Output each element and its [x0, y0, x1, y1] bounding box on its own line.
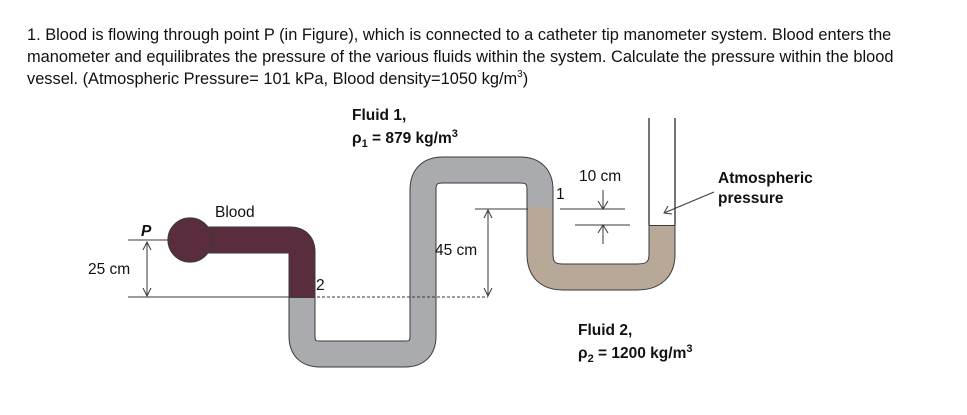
blood-vessel-bulb [167, 217, 213, 263]
fluid2-sub: 2 [588, 353, 594, 365]
fluid1-sup: 3 [452, 128, 458, 140]
blood-label: Blood [215, 204, 255, 221]
atm-label-line1: Atmospheric [718, 170, 813, 187]
interface-2-label: 2 [316, 277, 325, 294]
dimension-10cm [597, 190, 609, 244]
problem-body: 1. Blood is flowing through point P (in … [27, 26, 894, 88]
atmospheric-arrow [663, 191, 715, 215]
height-45-label: 45 cm [435, 242, 477, 259]
fluid2-rho: ρ [578, 345, 588, 362]
fluid2-name: Fluid 2, [578, 322, 632, 339]
fluid1-sub: 1 [362, 138, 368, 150]
fluid1-density-value: = 879 kg/m [368, 130, 452, 147]
fluid2-density: ρ2 = 1200 kg/m3 [578, 343, 692, 365]
interface-1-label: 1 [556, 186, 565, 203]
fluid2-sup: 3 [686, 343, 692, 355]
open-tube [648, 118, 676, 225]
problem-superscript: 3 [517, 68, 523, 80]
atm-label-line2: pressure [718, 190, 784, 207]
height-25-label: 25 cm [88, 261, 130, 278]
fluid1-density: ρ1 = 879 kg/m3 [352, 128, 458, 150]
fluid1-rho: ρ [352, 130, 362, 147]
dimension-25cm [142, 240, 152, 298]
problem-closing: ) [522, 70, 529, 88]
pipe-fill [190, 157, 675, 367]
reference-lines [128, 208, 630, 298]
point-p-label: P [141, 223, 152, 240]
problem-statement: 1. Blood is flowing through point P (in … [27, 24, 947, 90]
problem-text: 1. Blood is flowing through point P (in … [27, 24, 947, 90]
open-tube-air [650, 120, 674, 225]
height-10-label: 10 cm [579, 168, 621, 185]
fluid2-density-value: = 1200 kg/m [594, 345, 687, 362]
dimension-45cm [483, 208, 493, 298]
fluid1-name: Fluid 1, [352, 107, 406, 124]
